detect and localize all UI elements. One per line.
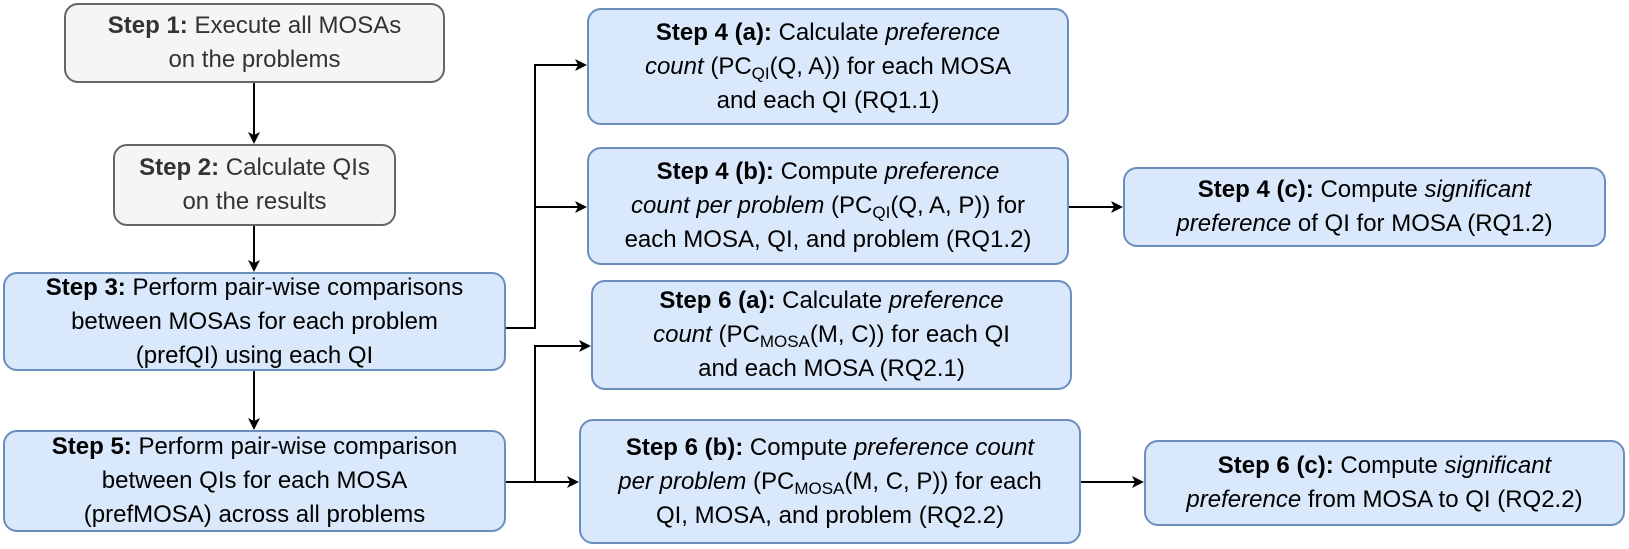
step-6c-italic-2: preference [1186, 486, 1302, 513]
step-4c-text-2: of QI for MOSA (RQ1.2) [1291, 210, 1553, 237]
step-4c-text: Compute [1313, 176, 1425, 203]
step-6c-box: Step 6 (c): Compute significant preferen… [1144, 440, 1625, 526]
step-2-text: Calculate QIs [219, 154, 370, 181]
step-4c-box: Step 4 (c): Compute significant preferen… [1123, 167, 1606, 247]
edge-step5-step6a [506, 340, 591, 483]
edge-step3-step4a [506, 59, 587, 329]
step-6b-label: Step 6 (b): [625, 433, 744, 461]
step-6b-args: (M, C, P)) for each [844, 467, 1042, 495]
step-6b-italic: preference count [853, 433, 1035, 461]
step-6c-italic: significant [1444, 452, 1552, 479]
step-4b-box: Step 4 (b): Compute preference count per… [587, 147, 1069, 265]
step-4b-italic-2: count per problem [630, 192, 825, 219]
step-6b-text-3: QI, MOSA, and problem (RQ2.2) [655, 501, 1005, 529]
step-6b-box: Step 6 (b): Compute preference count per… [579, 419, 1081, 544]
step-5-label: Step 5: [51, 433, 132, 460]
step-2-box: Step 2: Calculate QIs on the results [113, 144, 396, 226]
step-4b-text: Compute [773, 158, 885, 185]
step-4a-italic-2: count [644, 52, 704, 80]
step-4a-pc-subscript: QI [751, 63, 770, 83]
step-4b-text-3: each MOSA, QI, and problem (RQ1.2) [624, 226, 1032, 253]
step-5-text: Perform pair-wise comparison [131, 433, 458, 460]
step-6c-text-2: from MOSA to QI (RQ2.2) [1301, 486, 1583, 513]
step-5-text-2: between QIs for each MOSA [101, 467, 408, 494]
step-4c-label: Step 4 (c): [1197, 176, 1314, 203]
step-6a-text-3: and each MOSA (RQ2.1) [698, 355, 965, 382]
step-5-box: Step 5: Perform pair-wise comparison bet… [3, 430, 506, 532]
step-4a-text-3: and each QI (RQ1.1) [716, 86, 940, 114]
step-6a-label: Step 6 (a): [659, 287, 776, 314]
step-5-text-3: (prefMOSA) across all problems [83, 501, 426, 528]
step-3-label: Step 3: [45, 273, 126, 301]
step-4a-label: Step 4 (a): [655, 18, 772, 46]
step-1-text: Execute all MOSAs [187, 12, 402, 39]
step-4a-pc: (PC [703, 52, 752, 80]
step-4a-args: (Q, A)) for each MOSA [769, 52, 1012, 80]
step-6c-label: Step 6 (c): [1217, 452, 1334, 479]
step-6a-italic-2: count [653, 321, 712, 348]
step-4c-italic: significant [1424, 176, 1532, 203]
step-3-text-3: (prefQI) using each QI [135, 341, 374, 369]
step-2-text-2: on the results [182, 188, 327, 215]
step-3-text-2: between MOSAs for each problem [71, 307, 438, 335]
step-6b-pc-subscript: MOSA [794, 478, 845, 498]
step-4b-pc-subscript: QI [872, 203, 891, 222]
step-4a-box: Step 4 (a): Calculate preference count (… [587, 8, 1069, 125]
step-1-box: Step 1: Execute all MOSAs on the problem… [64, 3, 445, 83]
step-6b-text: Compute [743, 433, 854, 461]
step-6a-box: Step 6 (a): Calculate preference count (… [591, 280, 1072, 390]
step-3-box: Step 3: Perform pair-wise comparisons be… [3, 272, 506, 371]
step-4a-italic: preference [885, 18, 1001, 46]
step-6c-text: Compute [1333, 452, 1445, 479]
step-4a-text: Calculate [771, 18, 886, 46]
step-6b-pc: (PC [746, 467, 795, 495]
step-6a-args: (M, C)) for each QI [809, 321, 1010, 348]
step-1-text-2: on the problems [168, 46, 341, 73]
step-6a-pc: (PC [711, 321, 760, 348]
step-6b-italic-2: per problem [618, 467, 747, 495]
step-4b-pc: (PC [824, 192, 873, 219]
step-4b-italic: preference [884, 158, 1000, 185]
step-6a-pc-subscript: MOSA [759, 332, 810, 351]
step-6a-text: Calculate [775, 287, 889, 314]
step-3-text: Perform pair-wise comparisons [125, 273, 464, 301]
step-1-label: Step 1: [107, 12, 188, 39]
step-4b-args: (Q, A, P)) for [890, 192, 1026, 219]
step-4c-italic-2: preference [1176, 210, 1292, 237]
step-4b-label: Step 4 (b): [656, 158, 774, 185]
step-6a-italic: preference [888, 287, 1004, 314]
step-2-label: Step 2: [139, 154, 220, 181]
